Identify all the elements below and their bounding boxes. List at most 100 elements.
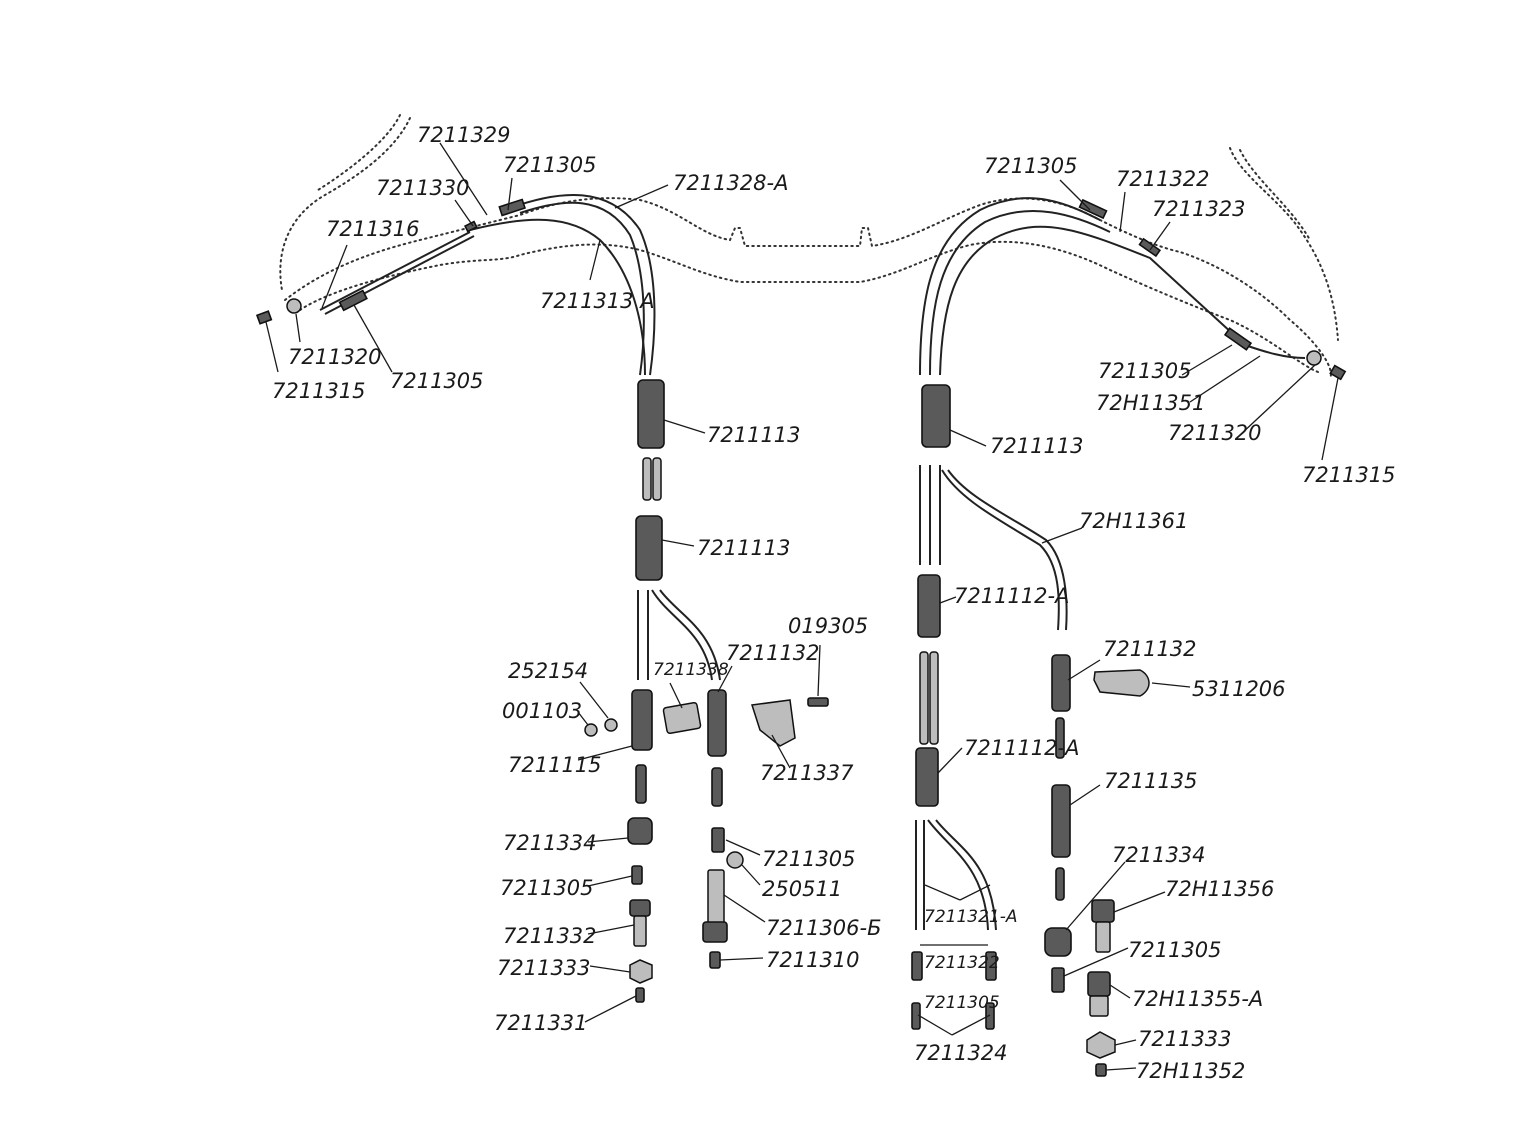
label-7211135: 7211135 xyxy=(1104,769,1198,793)
sleeve-72H11352 xyxy=(1095,1063,1107,1077)
bracket-7211337 xyxy=(751,699,796,747)
label-7211115: 7211115 xyxy=(508,753,602,777)
label-250511: 250511 xyxy=(762,877,842,901)
label-7211321A: 7211321-А xyxy=(924,907,1017,927)
hose-sleeve-7211132-b xyxy=(1051,654,1071,712)
label-7211305-d: 7211305 xyxy=(1098,359,1192,383)
leader-lines xyxy=(265,142,1339,1071)
label-7211315-right: 7211315 xyxy=(1302,463,1396,487)
label-72H11352: 72Н11352 xyxy=(1136,1059,1245,1083)
tube-7211322-a xyxy=(911,951,923,981)
sleeve-7211305-e xyxy=(631,865,643,885)
cap-7211334-a xyxy=(627,817,653,845)
hose-sleeve-7211132-a xyxy=(707,689,727,757)
fitting-72H11355A xyxy=(1087,971,1111,997)
left-column-parts xyxy=(584,379,829,1003)
label-7211330: 7211330 xyxy=(376,176,470,200)
label-7211305-b: 7211305 xyxy=(390,369,484,393)
label-7211334-b: 7211334 xyxy=(1112,843,1206,867)
banjo-7211320-left xyxy=(286,298,302,314)
label-7211333-a: 7211333 xyxy=(497,956,591,980)
label-7211305-a: 7211305 xyxy=(503,153,597,177)
bolt-7211315-right xyxy=(1329,364,1347,381)
label-7211333-b: 7211333 xyxy=(1138,1027,1232,1051)
label-72H11355A: 72Н11355-А xyxy=(1132,987,1263,1011)
sleeve-7211305-f xyxy=(711,827,725,853)
label-7211334-a: 7211334 xyxy=(503,831,597,855)
tube-7211323 xyxy=(1138,237,1162,258)
hose-sleeve-7211113-b xyxy=(635,515,663,581)
label-72H11356: 72Н11356 xyxy=(1165,877,1274,901)
label-7211112A-a: 7211112-А xyxy=(954,584,1069,608)
label-7211322-bottom: 7211322 xyxy=(924,953,1000,973)
label-7211113-a: 7211113 xyxy=(707,423,801,447)
label-7211315-left: 7211315 xyxy=(272,379,366,403)
label-7211323: 7211323 xyxy=(1152,197,1246,221)
clip-7211338 xyxy=(662,701,702,735)
label-7211132-a: 7211132 xyxy=(726,641,820,665)
label-019305: 019305 xyxy=(788,614,868,638)
sleeve-7211324-b xyxy=(985,1002,995,1030)
hose-sleeve-7211113-c xyxy=(921,384,951,448)
bracket-5311206 xyxy=(1093,669,1150,697)
label-7211313A: 7211313 А xyxy=(540,289,655,313)
label-7211322-top: 7211322 xyxy=(1116,167,1210,191)
nut-7211333-a xyxy=(629,959,653,984)
connector-sleeve-7211305-a xyxy=(498,198,526,217)
sleeve-7211331 xyxy=(635,987,645,1003)
cap-7211334-b xyxy=(1044,927,1072,957)
nut-250511 xyxy=(726,851,744,869)
bolt-7211306B xyxy=(707,869,725,926)
label-7211324: 7211324 xyxy=(914,1041,1008,1065)
hose-sleeve-7211113-a xyxy=(637,379,665,449)
label-7211305-c: 7211305 xyxy=(984,154,1078,178)
label-7211112A-b: 7211112-А xyxy=(964,736,1079,760)
connector-sleeve-7211305-d xyxy=(1223,327,1253,351)
label-7211310: 7211310 xyxy=(766,948,860,972)
label-7211320-left: 7211320 xyxy=(288,345,382,369)
label-7211113-c: 7211113 xyxy=(990,434,1084,458)
left-upper-hose xyxy=(255,194,656,376)
bolt-7211315-left xyxy=(255,310,273,325)
right-upper-hose xyxy=(919,197,1347,381)
label-7211329: 7211329 xyxy=(417,123,511,147)
tube-nut-7211330 xyxy=(463,220,478,233)
label-7211332: 7211332 xyxy=(503,924,597,948)
nut-001103 xyxy=(584,723,598,737)
bolt-019305 xyxy=(807,697,829,707)
label-7211305-e: 7211305 xyxy=(500,876,594,900)
connector-sleeve-7211305-b xyxy=(338,289,368,312)
sleeve-7211305-h xyxy=(1051,967,1065,993)
right-column-parts xyxy=(911,384,1150,1077)
hose-sleeve-7211112A-a xyxy=(917,574,941,638)
label-7211316: 7211316 xyxy=(326,217,420,241)
label-72H11351: 72Н11351 xyxy=(1096,391,1205,415)
label-72H11361: 72Н11361 xyxy=(1079,509,1188,533)
washer-252154 xyxy=(604,718,618,732)
tube-7211322-b xyxy=(985,951,997,981)
bolt-head-7211332 xyxy=(629,899,651,917)
label-252154: 252154 xyxy=(508,659,588,683)
sleeve-7211310 xyxy=(709,951,721,969)
nut-7211333-b xyxy=(1086,1031,1116,1059)
hose-sleeve-7211112A-b xyxy=(915,747,939,807)
label-7211305-f: 7211305 xyxy=(762,847,856,871)
label-7211132-b: 7211132 xyxy=(1103,637,1197,661)
label-7211306B: 7211306-Б xyxy=(766,916,882,940)
label-7211337: 7211337 xyxy=(760,761,854,785)
label-7211305-g: 7211305 xyxy=(1128,938,1222,962)
banjo-7211320-right xyxy=(1306,350,1322,366)
label-7211331: 7211331 xyxy=(494,1011,588,1035)
label-7211328A: 7211328-А xyxy=(673,171,788,195)
hose-sleeve-7211115 xyxy=(631,689,653,751)
label-001103: 001103 xyxy=(502,699,582,723)
part-labels: 7211329 7211305 7211330 7211328-А 721131… xyxy=(272,123,1396,1083)
label-7211305-h: 7211305 xyxy=(924,993,1000,1013)
hose-sleeve-7211135 xyxy=(1051,784,1071,858)
connector-sleeve-7211305-c xyxy=(1078,198,1108,220)
frame-outline xyxy=(279,114,1339,379)
label-7211320-right: 7211320 xyxy=(1168,421,1262,445)
label-5311206: 5311206 xyxy=(1192,677,1286,701)
label-7211338: 7211338 xyxy=(653,660,729,680)
